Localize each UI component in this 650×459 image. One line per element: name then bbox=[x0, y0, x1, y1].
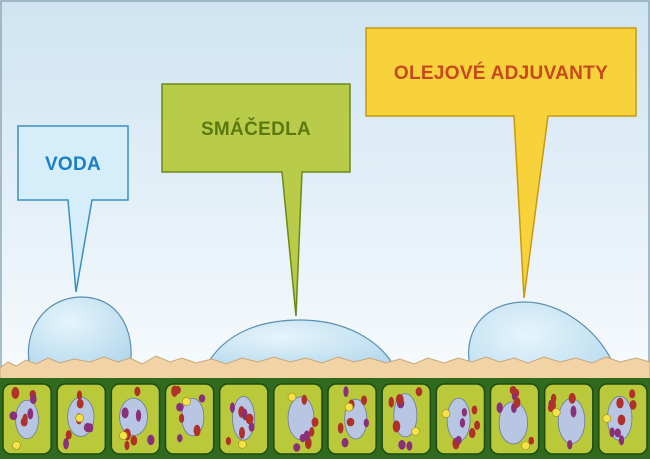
chloroplast bbox=[309, 427, 314, 436]
cell-nucleus bbox=[412, 427, 420, 435]
chloroplast bbox=[396, 394, 404, 404]
chloroplast bbox=[569, 393, 576, 404]
chloroplast bbox=[130, 436, 137, 446]
cell-nucleus bbox=[238, 440, 246, 448]
chloroplast bbox=[176, 403, 183, 412]
chloroplast bbox=[460, 418, 465, 428]
cell-nucleus bbox=[119, 432, 127, 440]
chloroplast bbox=[567, 440, 572, 449]
cell-nucleus bbox=[345, 403, 353, 411]
callout-label-voda: VODA bbox=[45, 154, 101, 175]
chloroplast bbox=[462, 408, 467, 417]
chloroplast bbox=[342, 438, 349, 448]
cell-nucleus bbox=[522, 442, 530, 450]
chloroplast bbox=[124, 441, 129, 450]
chloroplast bbox=[398, 440, 405, 450]
callout-label-olejove-adjuvanty: OLEJOVÉ ADJUVANTY bbox=[394, 62, 608, 84]
chloroplast bbox=[77, 390, 82, 400]
chloroplast bbox=[63, 438, 69, 450]
chloroplast bbox=[609, 427, 614, 437]
chloroplast bbox=[11, 387, 19, 399]
leaf-cell-layer bbox=[0, 378, 650, 459]
chloroplast bbox=[393, 421, 401, 433]
chloroplast bbox=[27, 408, 33, 419]
chloroplast bbox=[361, 396, 367, 406]
chloroplast bbox=[474, 421, 480, 430]
chloroplast bbox=[199, 394, 205, 402]
chloroplast bbox=[226, 437, 231, 445]
chloroplast bbox=[30, 394, 37, 404]
chloroplast bbox=[343, 386, 348, 397]
chloroplast bbox=[177, 434, 183, 442]
chloroplast bbox=[472, 405, 478, 414]
callout-label-smacedla: SMÁČEDLA bbox=[201, 118, 311, 140]
cell-nucleus bbox=[442, 410, 450, 418]
chloroplast bbox=[510, 386, 517, 394]
cell-vacuole bbox=[558, 398, 585, 443]
chloroplast bbox=[364, 419, 369, 428]
cell-nucleus bbox=[288, 393, 296, 401]
chloroplast bbox=[194, 425, 201, 436]
chloroplast bbox=[616, 398, 623, 409]
chloroplast bbox=[389, 397, 394, 408]
cell-nucleus bbox=[12, 441, 20, 449]
chloroplast bbox=[239, 427, 245, 439]
chloroplast bbox=[122, 407, 129, 418]
chloroplast bbox=[293, 443, 300, 452]
chloroplast bbox=[469, 428, 476, 438]
chloroplast bbox=[134, 387, 140, 396]
chloroplast bbox=[338, 423, 344, 434]
chloroplast bbox=[407, 441, 413, 450]
chloroplast bbox=[174, 386, 181, 394]
chloroplast bbox=[619, 435, 624, 445]
cell-nucleus bbox=[603, 415, 611, 423]
chloroplast bbox=[21, 417, 28, 426]
chloroplast bbox=[136, 410, 141, 422]
chloroplast bbox=[246, 414, 254, 425]
chloroplast bbox=[618, 415, 626, 426]
chloroplast bbox=[571, 406, 577, 418]
chloroplast bbox=[312, 417, 319, 427]
cell-vacuole bbox=[447, 398, 470, 441]
chloroplast bbox=[230, 402, 235, 412]
cell-nucleus bbox=[76, 414, 84, 422]
chloroplast bbox=[416, 387, 423, 396]
chloroplast bbox=[77, 399, 84, 409]
chloroplast bbox=[147, 435, 154, 446]
chloroplast bbox=[455, 436, 461, 444]
chloroplast bbox=[615, 428, 621, 437]
chloroplast bbox=[179, 414, 184, 423]
chloroplast bbox=[347, 418, 355, 426]
chloroplast bbox=[302, 395, 308, 405]
chloroplast bbox=[551, 394, 556, 403]
chloroplast bbox=[629, 389, 635, 398]
chloroplast bbox=[9, 411, 17, 420]
chloroplast bbox=[497, 402, 503, 413]
cell-nucleus bbox=[182, 397, 190, 405]
chloroplast bbox=[84, 423, 92, 432]
cell-nucleus bbox=[552, 408, 560, 416]
chloroplast bbox=[630, 400, 637, 410]
chloroplast bbox=[528, 437, 534, 445]
